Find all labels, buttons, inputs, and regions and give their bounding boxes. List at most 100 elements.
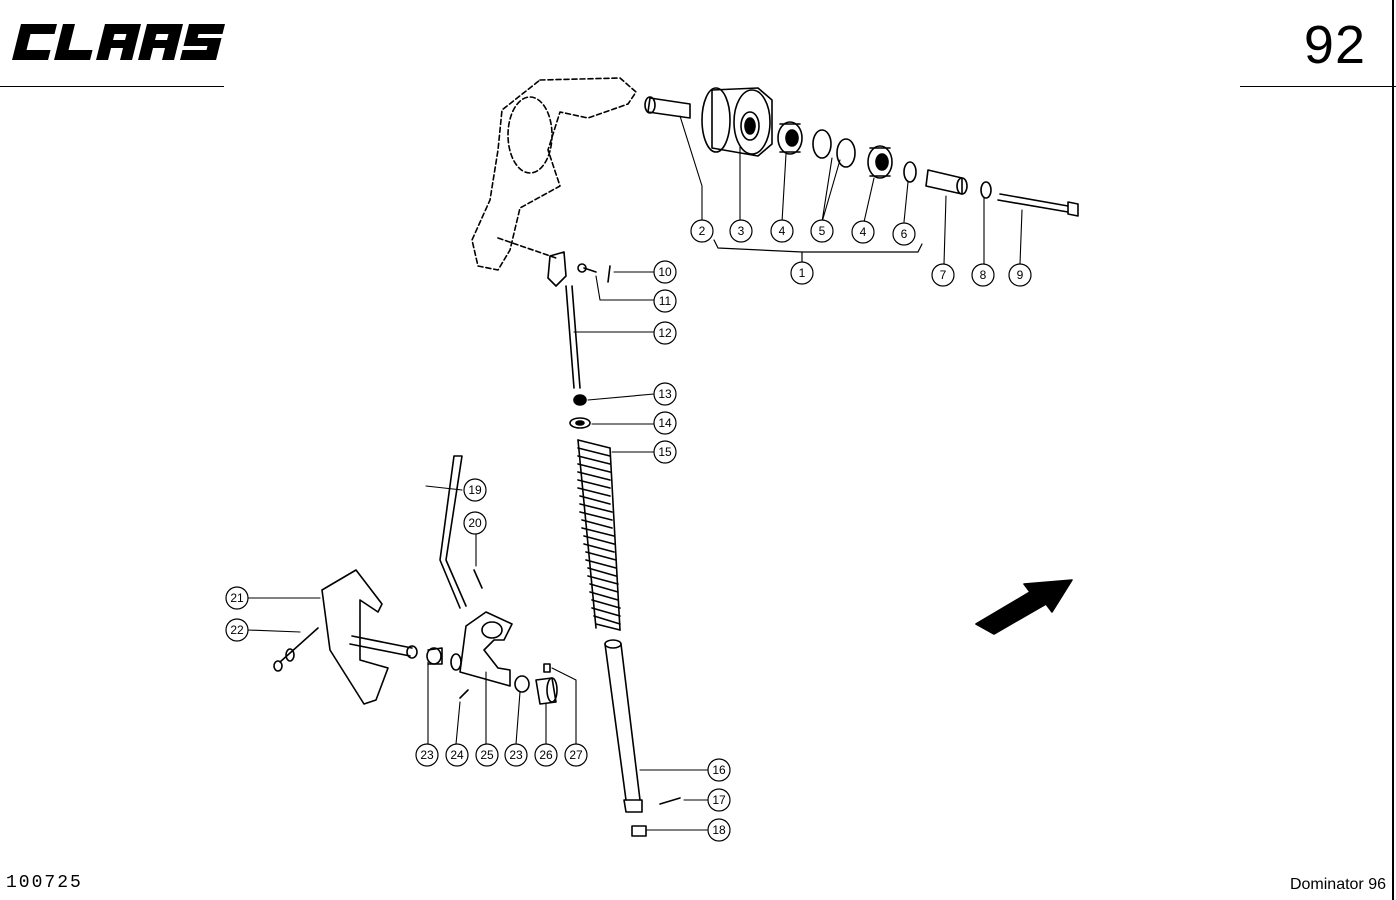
callout-26: 26 [534, 743, 558, 767]
part-16-tube [604, 639, 643, 813]
callout-21: 21 [225, 586, 249, 610]
callout-9: 9 [1008, 263, 1032, 287]
part-24-pin [459, 689, 469, 699]
header-rule-right [1240, 86, 1396, 87]
callout-27: 27 [564, 743, 588, 767]
callout-1: 1 [790, 261, 814, 285]
svg-text:23: 23 [420, 748, 434, 762]
callout-15: 15 [653, 440, 677, 464]
part-25-pivot-housing [450, 611, 513, 687]
svg-text:12: 12 [658, 326, 672, 340]
svg-text:21: 21 [230, 591, 244, 605]
svg-text:19: 19 [468, 483, 482, 497]
page-number: 92 [1303, 15, 1366, 75]
part-14-washer [569, 417, 591, 429]
claas-logo [12, 24, 226, 60]
callout-24: 24 [445, 743, 469, 767]
part-13-nut [573, 394, 587, 406]
part-9-bolt [997, 193, 1079, 217]
svg-text:4: 4 [860, 225, 867, 239]
callout-4: 4 [770, 219, 794, 243]
assembly-bracket-item-1 [713, 239, 923, 263]
svg-text:13: 13 [658, 387, 672, 401]
leader-lines [247, 115, 1023, 831]
part-4-bearing-left [777, 121, 803, 155]
part-19-rod [439, 455, 467, 609]
callout-4b: 4 [851, 220, 875, 244]
svg-text:1: 1 [799, 266, 806, 280]
drawing-code: 100725 [6, 873, 83, 893]
svg-text:5: 5 [819, 224, 826, 238]
svg-text:16: 16 [712, 763, 726, 777]
callout-14: 14 [653, 411, 677, 435]
part-12-clevis-rod [547, 251, 581, 389]
callout-23b: 23 [504, 743, 528, 767]
header-rule-left [0, 86, 224, 87]
svg-text:27: 27 [569, 748, 583, 762]
svg-text:7: 7 [940, 268, 947, 282]
callout-6: 6 [892, 222, 916, 246]
svg-text:2: 2 [699, 224, 706, 238]
callout-22: 22 [225, 618, 249, 642]
part-23-bushing-left [426, 647, 443, 665]
part-27-grease-nipple [543, 663, 551, 673]
svg-text:4: 4 [779, 224, 786, 238]
part-21-bracket [321, 569, 418, 705]
svg-text:25: 25 [480, 748, 494, 762]
callout-7: 7 [931, 263, 955, 287]
part-4-bearing-right [867, 145, 893, 179]
callout-3: 3 [729, 219, 753, 243]
part-22-bolt-nut [273, 627, 319, 672]
callout-18: 18 [707, 818, 731, 842]
svg-text:22: 22 [230, 623, 244, 637]
callout-17: 17 [707, 788, 731, 812]
svg-text:17: 17 [712, 793, 726, 807]
svg-text:3: 3 [738, 224, 745, 238]
part-2-pin [644, 96, 691, 119]
svg-text:14: 14 [658, 416, 672, 430]
svg-text:15: 15 [658, 445, 672, 459]
part-26-sleeve [535, 677, 558, 705]
callout-2: 2 [690, 219, 714, 243]
part-20-pin [473, 569, 483, 589]
callout-labels: 1 2 3 4 5 4 6 7 8 9 10 11 12 13 14 15 16… [225, 219, 1032, 842]
part-17-pin [659, 797, 681, 805]
callout-23: 23 [415, 743, 439, 767]
part-10-split-pin [607, 265, 611, 283]
part-23-bushing-right [514, 675, 530, 693]
callout-10: 10 [653, 260, 677, 284]
part-7-sleeve [925, 169, 968, 195]
part-3-roller [701, 87, 773, 157]
callout-8: 8 [971, 263, 995, 287]
callout-19: 19 [463, 478, 487, 502]
callout-5: 5 [810, 219, 834, 243]
callout-16: 16 [707, 758, 731, 782]
part-18-cap [631, 825, 647, 837]
callout-25: 25 [475, 743, 499, 767]
model-name: Dominator 96 [1289, 876, 1386, 893]
svg-text:9: 9 [1017, 268, 1024, 282]
part-11-pin [577, 263, 597, 273]
page-edge [1392, 0, 1394, 900]
mounting-bracket-dashed [471, 77, 637, 271]
svg-text:8: 8 [980, 268, 987, 282]
part-8-washer [980, 181, 992, 199]
svg-text:24: 24 [450, 748, 464, 762]
callout-12: 12 [653, 321, 677, 345]
part-6-circlip [903, 161, 917, 183]
svg-text:11: 11 [659, 294, 672, 308]
svg-text:6: 6 [901, 227, 908, 241]
part-15-spring [577, 439, 621, 631]
svg-text:26: 26 [539, 748, 553, 762]
svg-text:23: 23 [509, 748, 523, 762]
callout-11: 11 [653, 289, 677, 313]
callout-20: 20 [463, 511, 487, 535]
svg-text:10: 10 [658, 265, 672, 279]
svg-text:18: 18 [712, 823, 726, 837]
svg-text:20: 20 [468, 516, 482, 530]
direction-arrow-icon [975, 579, 1073, 635]
callout-13: 13 [653, 382, 677, 406]
part-5-circlips [812, 129, 856, 168]
